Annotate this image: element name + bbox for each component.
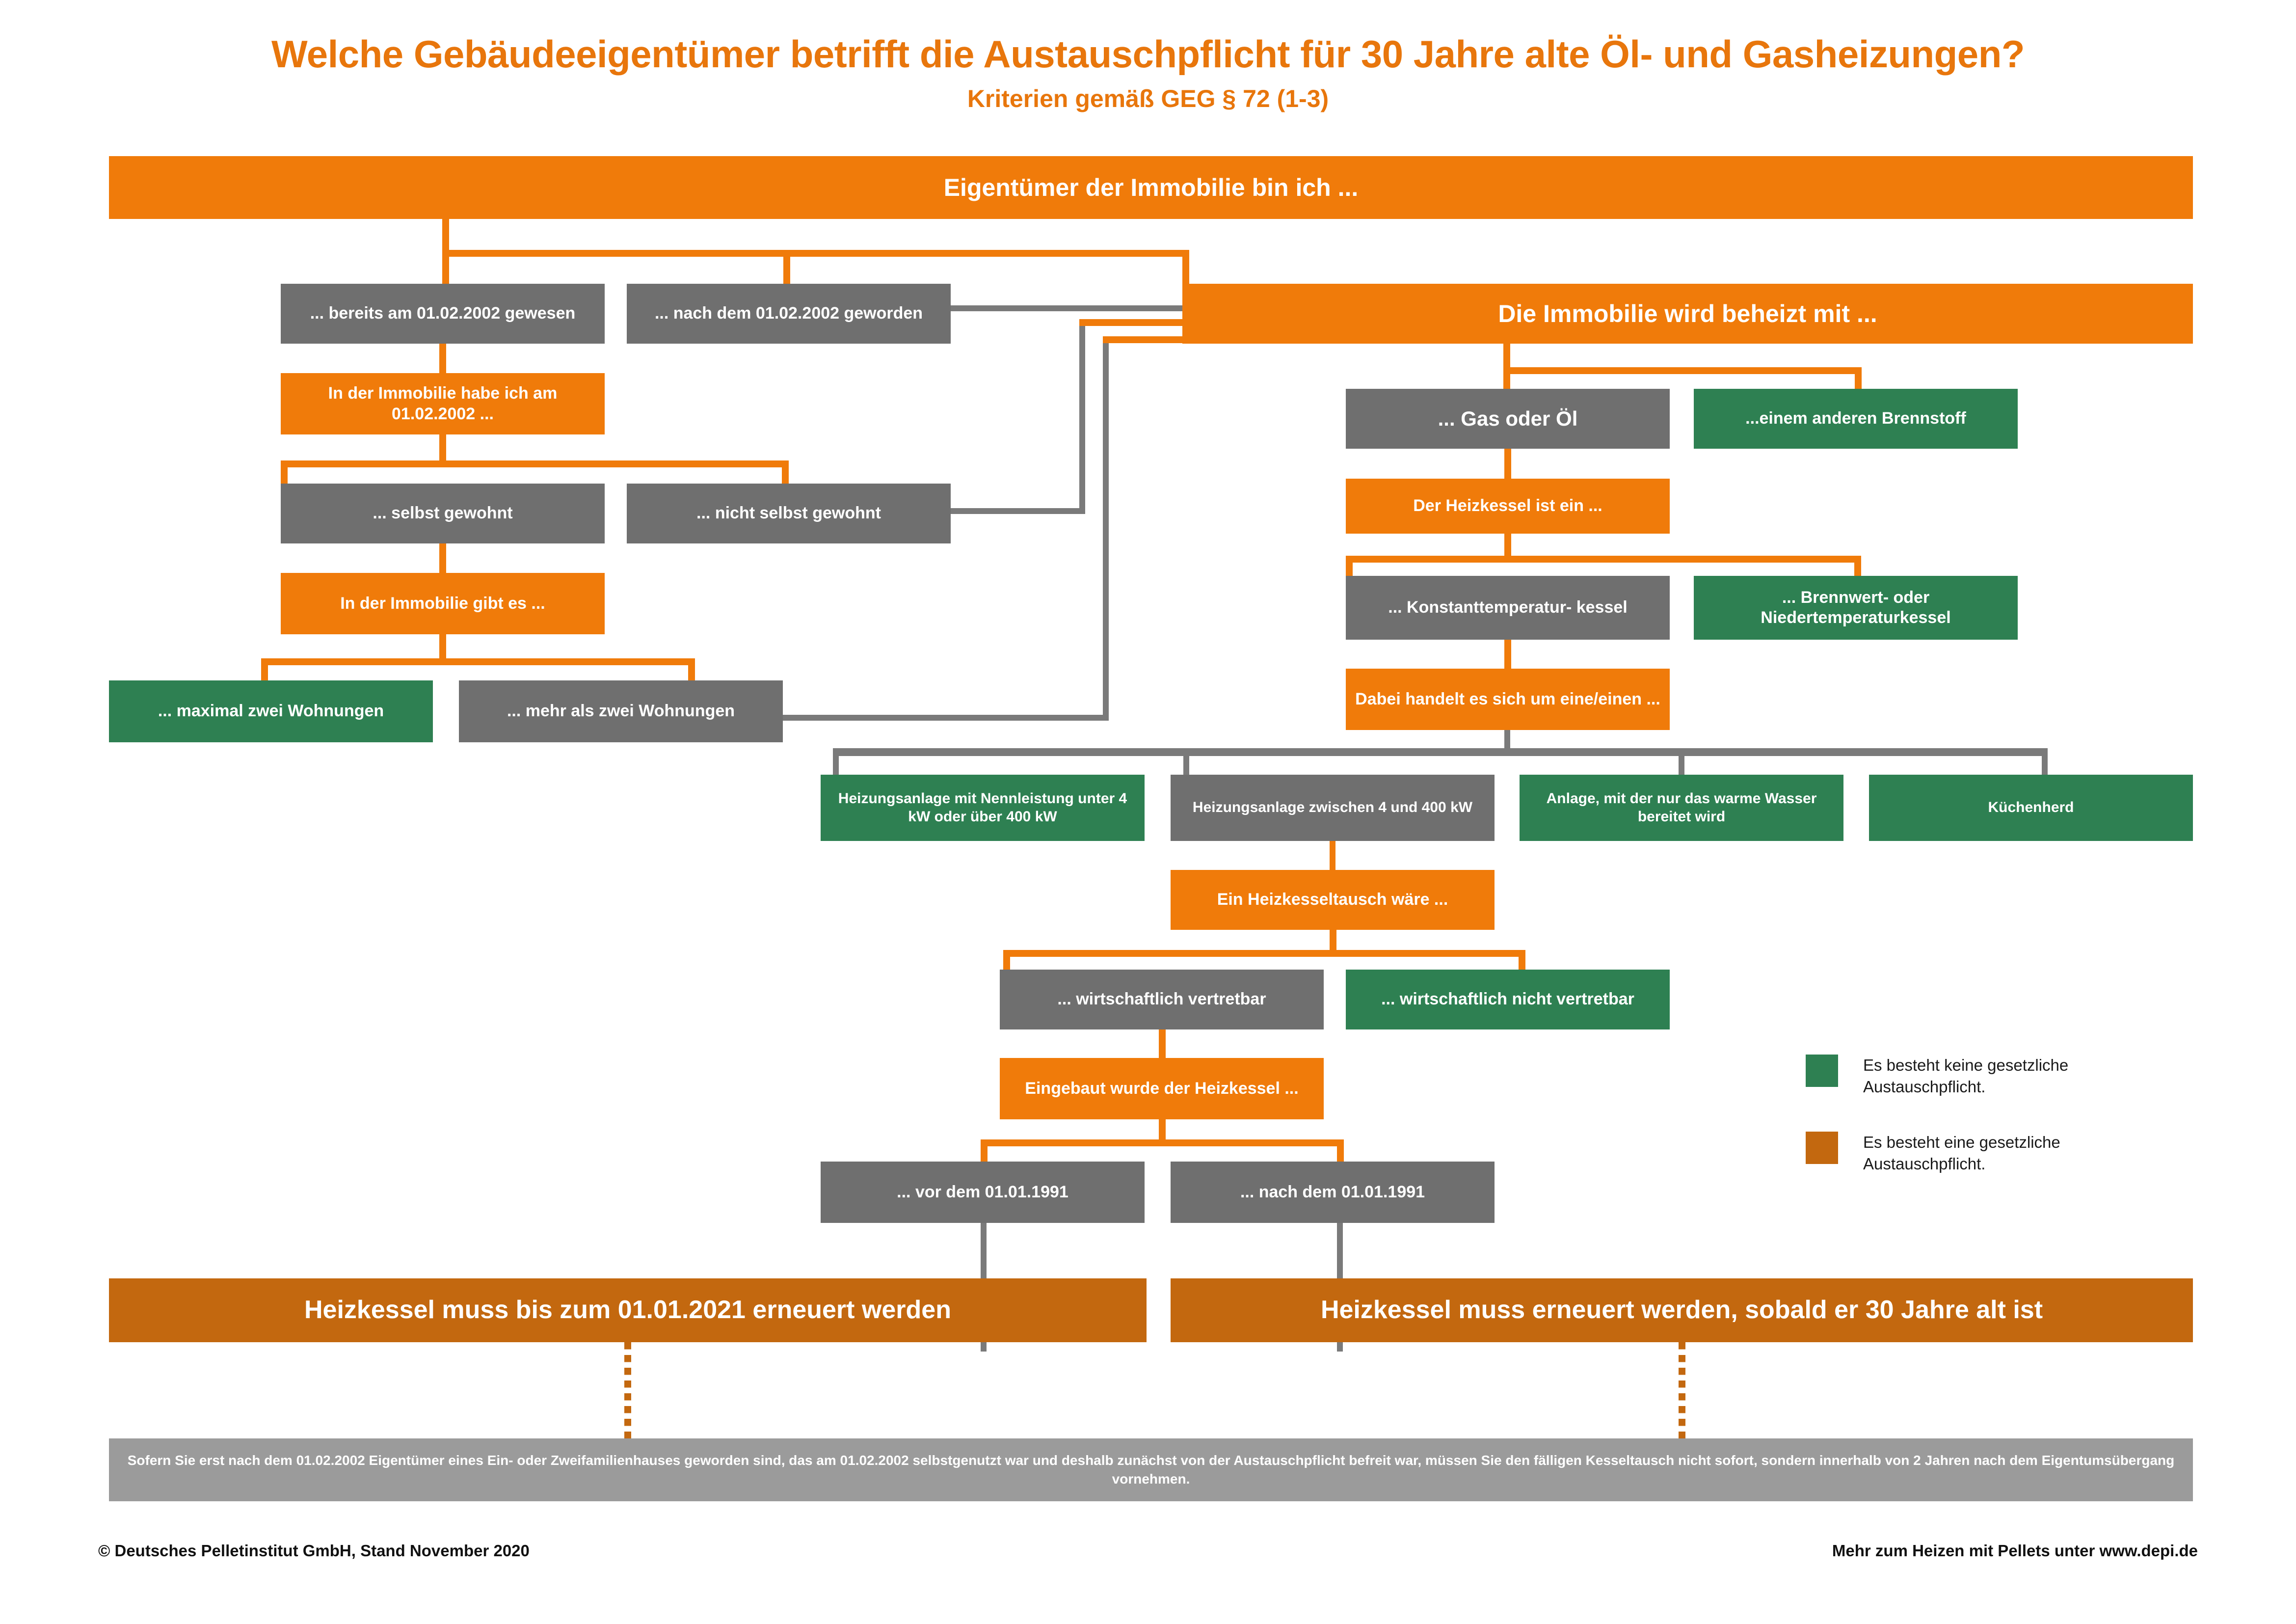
connector-heated-bar <box>1503 367 1862 374</box>
connector-root-mid-drop <box>783 250 790 284</box>
connector-gasoil-to-boiler <box>1504 449 1511 480</box>
node-units-max-two[interactable]: ... maximal zwei Wohnungen <box>109 680 433 742</box>
connector-system-drop-1 <box>833 748 839 778</box>
connector-swap-bar <box>1003 950 1525 957</box>
node-boiler-constant[interactable]: ... Konstanttemperatur- kessel <box>1346 576 1670 640</box>
connector-swap-right-drop <box>1519 950 1525 972</box>
connector-system-stem <box>1504 730 1510 752</box>
connector-root-bar <box>442 250 1189 257</box>
node-system-question[interactable]: Dabei handelt es sich um eine/einen ... <box>1346 669 1670 730</box>
connector-swap-stem <box>1330 930 1336 953</box>
node-boiler-condensing[interactable]: ... Brennwert- oder Niedertemperaturkess… <box>1694 576 2018 640</box>
footer-copyright: © Deutsches Pelletinstitut GmbH, Stand N… <box>98 1542 530 1560</box>
connector-before-to-lived <box>439 344 446 373</box>
node-lived-not-self[interactable]: ... nicht selbst gewohnt <box>627 484 951 543</box>
legend-label-obligation: Es besteht eine gesetzliche Austauschpfl… <box>1863 1133 2060 1173</box>
connector-after-to-heated <box>951 305 1189 311</box>
connector-heated-left-drop <box>1503 367 1510 391</box>
legend-swatch-no-obligation <box>1806 1055 1838 1087</box>
node-root[interactable]: Eigentümer der Immobilie bin ich ... <box>109 156 2193 219</box>
node-install-question[interactable]: Eingebaut wurde der Heizkessel ... <box>1000 1058 1324 1119</box>
node-lived-self[interactable]: ... selbst gewohnt <box>281 484 605 543</box>
connector-system-drop-4 <box>2042 748 2048 778</box>
connector-lived-right-drop <box>782 460 789 486</box>
note-bar: Sofern Sie erst nach dem 01.02.2002 Eige… <box>109 1438 2193 1501</box>
connector-boiler-stem <box>1504 534 1511 559</box>
connector-notself-h2 <box>1079 319 1189 326</box>
connector-lived-left-drop <box>281 460 288 486</box>
page-title: Welche Gebäudeeigentümer betrifft die Au… <box>271 32 2025 76</box>
result-bar-left[interactable]: Heizkessel muss bis zum 01.01.2021 erneu… <box>109 1278 1147 1342</box>
connector-heated-right-drop <box>1855 367 1862 391</box>
node-system-under4-over400[interactable]: Heizungsanlage mit Nennleistung unter 4 … <box>821 775 1145 841</box>
connector-boiler-left-drop <box>1346 556 1353 579</box>
connector-units-right-drop <box>688 658 695 683</box>
connector-notself-h1 <box>951 508 1085 514</box>
connector-lived-stem <box>439 434 446 464</box>
connector-boiler-right-drop <box>1854 556 1861 579</box>
node-swap-not-economic[interactable]: ... wirtschaftlich nicht vertretbar <box>1346 970 1670 1029</box>
connector-constant-to-system <box>1504 640 1511 670</box>
connector-moretwo-h2 <box>1103 336 1189 343</box>
connector-boiler-bar <box>1346 556 1861 563</box>
result-bar-right[interactable]: Heizkessel muss erneuert werden, sobald … <box>1171 1278 2193 1342</box>
connector-install-bar <box>981 1139 1344 1146</box>
connector-notself-v <box>1079 319 1085 514</box>
connector-install-stem <box>1159 1119 1166 1143</box>
node-install-after-1991[interactable]: ... nach dem 01.01.1991 <box>1171 1162 1495 1223</box>
node-system-4-to-400[interactable]: Heizungsanlage zwischen 4 und 400 kW <box>1171 775 1495 841</box>
connector-lived-bar <box>281 460 789 467</box>
node-boiler-question[interactable]: Der Heizkessel ist ein ... <box>1346 479 1670 534</box>
connector-root-stem <box>442 219 449 253</box>
connector-swap-left-drop <box>1003 950 1010 972</box>
node-units-question[interactable]: In der Immobilie gibt es ... <box>281 573 605 634</box>
connector-install-left-drop <box>981 1139 988 1163</box>
connector-units-stem <box>439 634 446 662</box>
node-owner-after[interactable]: ... nach dem 01.02.2002 geworden <box>627 284 951 344</box>
node-swap-question[interactable]: Ein Heizkesseltausch wäre ... <box>1171 870 1495 930</box>
node-owner-before[interactable]: ... bereits am 01.02.2002 gewesen <box>281 284 605 344</box>
connector-root-right-drop <box>1182 250 1189 284</box>
connector-moretwo-v <box>1103 336 1109 721</box>
connector-system-to-swap <box>1330 841 1335 871</box>
node-swap-economic[interactable]: ... wirtschaftlich vertretbar <box>1000 970 1324 1029</box>
legend-label-no-obligation: Es besteht keine gesetzliche Austauschpf… <box>1863 1056 2069 1096</box>
connector-dotted-left <box>624 1342 631 1438</box>
connector-dotted-right <box>1679 1342 1685 1438</box>
connector-root-left-drop <box>442 250 449 284</box>
connector-system-bar <box>833 748 2048 756</box>
node-install-before-1991[interactable]: ... vor dem 01.01.1991 <box>821 1162 1145 1223</box>
node-system-stove[interactable]: Küchenherd <box>1869 775 2193 841</box>
page-subtitle: Kriterien gemäß GEG § 72 (1-3) <box>967 85 1329 112</box>
footer-link[interactable]: Mehr zum Heizen mit Pellets unter www.de… <box>1832 1542 2198 1560</box>
connector-system-drop-2 <box>1183 748 1189 778</box>
node-system-water-only[interactable]: Anlage, mit der nur das warme Wasser ber… <box>1520 775 1843 841</box>
connector-install-right-drop <box>1337 1139 1344 1163</box>
connector-economic-to-install <box>1159 1029 1166 1060</box>
connector-self-to-units <box>439 543 446 573</box>
node-fuel-other[interactable]: ...einem anderen Brennstoff <box>1694 389 2018 449</box>
connector-units-left-drop <box>261 658 268 683</box>
node-units-more-two[interactable]: ... mehr als zwei Wohnungen <box>459 680 783 742</box>
connector-moretwo-h1 <box>783 715 1109 721</box>
node-fuel-gas-oil[interactable]: ... Gas oder Öl <box>1346 389 1670 449</box>
legend-swatch-obligation <box>1806 1132 1838 1164</box>
connector-heated-stem <box>1503 344 1510 371</box>
connector-units-bar <box>261 658 695 665</box>
node-lived-question[interactable]: In der Immobilie habe ich am 01.02.2002 … <box>281 373 605 434</box>
node-heated-question[interactable]: Die Immobilie wird beheizt mit ... <box>1182 284 2193 344</box>
connector-system-drop-3 <box>1679 748 1684 778</box>
